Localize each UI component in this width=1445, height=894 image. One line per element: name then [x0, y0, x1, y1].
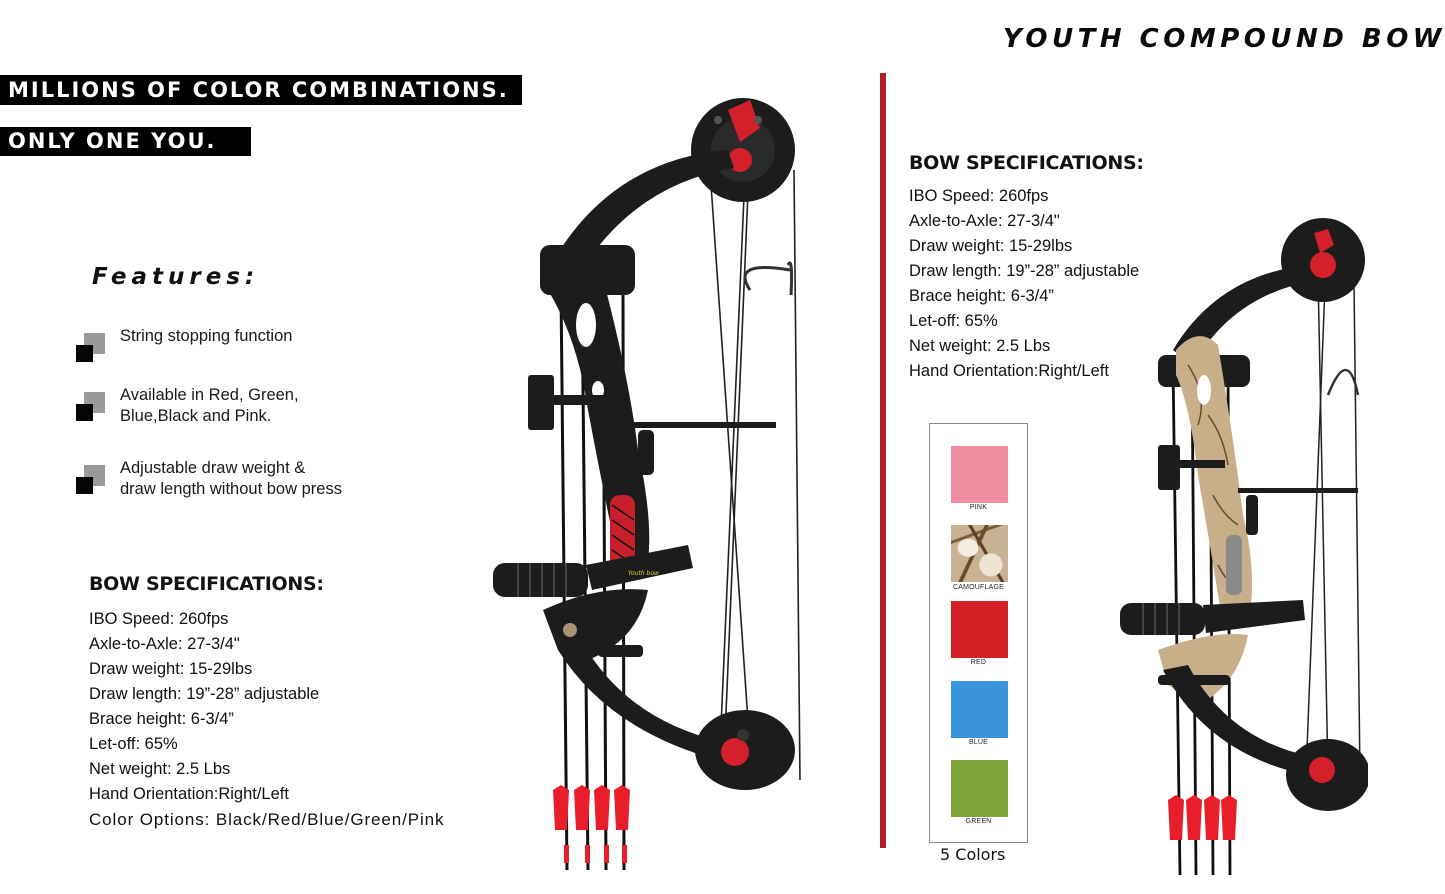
- swatch-blue: [951, 681, 1008, 738]
- colors-count-label: 5 Colors: [940, 845, 1006, 864]
- spec-net-weight: Net weight: 2.5 Lbs: [909, 337, 1051, 355]
- swatch-pink: [951, 446, 1008, 503]
- spec-axle-to-axle: Axle-to-Axle: 27-3/4": [89, 635, 240, 653]
- spec-let-off: Let-off: 65%: [909, 312, 998, 330]
- feature-text: Adjustable draw weight & draw length wit…: [120, 459, 342, 498]
- spec-draw-length: Draw length: 19”-28” adjustable: [909, 262, 1140, 280]
- spec-ibo-speed: IBO Speed: 260fps: [89, 610, 229, 628]
- spec-draw-weight: Draw weight: 15-29lbs: [89, 660, 253, 678]
- spec-let-off: Let-off: 65%: [89, 735, 178, 753]
- camouflage-bow-image: [1120, 218, 1368, 876]
- spec-color-options: Color Options: Black/Red/Blue/Green/Pink: [89, 810, 445, 829]
- product-title: YOUTH COMPOUND BOW: [1003, 24, 1445, 54]
- section-divider: [880, 73, 886, 848]
- spec-brace-height: Brace height: 6-3/4”: [909, 287, 1054, 305]
- tagline-banner-1: MILLIONS OF COLOR COMBINATIONS.: [0, 75, 522, 105]
- specs-list-right: IBO Speed: 260fps Axle-to-Axle: 27-3/4" …: [909, 184, 1139, 384]
- square-bullet-icon: [76, 333, 106, 363]
- feature-text: Available in Red, Green, Blue,Black and …: [120, 386, 299, 425]
- swatch-label: BLUE: [968, 739, 989, 746]
- spec-draw-weight: Draw weight: 15-29lbs: [909, 237, 1073, 255]
- features-heading: Features:: [92, 264, 260, 290]
- black-bow-image: Youth bow: [493, 98, 801, 871]
- swatch-red: [951, 601, 1008, 658]
- feature-text: String stopping function: [120, 327, 293, 345]
- color-swatch-panel: PINK CAMOUFLAGE RED BLUE GREEN: [929, 423, 1028, 843]
- swatch-label: PINK: [969, 504, 988, 511]
- square-bullet-icon: [76, 392, 106, 422]
- specs-heading-left: BOW SPECIFICATIONS:: [89, 573, 324, 595]
- swatch-label: CAMOUFLAGE: [952, 584, 1004, 591]
- spec-hand-orientation: Hand Orientation:Right/Left: [909, 362, 1109, 380]
- swatch-label: GREEN: [965, 818, 992, 825]
- specs-heading-right: BOW SPECIFICATIONS:: [909, 152, 1144, 174]
- specs-list-left: IBO Speed: 260fps Axle-to-Axle: 27-3/4" …: [89, 607, 444, 832]
- spec-brace-height: Brace height: 6-3/4”: [89, 710, 234, 728]
- spec-axle-to-axle: Axle-to-Axle: 27-3/4": [909, 212, 1060, 230]
- swatch-label: RED: [970, 659, 987, 666]
- swatch-camouflage: [951, 525, 1008, 582]
- spec-hand-orientation: Hand Orientation:Right/Left: [89, 785, 289, 803]
- swatch-green: [951, 760, 1008, 817]
- spec-net-weight: Net weight: 2.5 Lbs: [89, 760, 231, 778]
- square-bullet-icon: [76, 465, 106, 495]
- spec-draw-length: Draw length: 19”-28” adjustable: [89, 685, 320, 703]
- spec-ibo-speed: IBO Speed: 260fps: [909, 187, 1049, 205]
- tagline-banner-2: ONLY ONE YOU.: [0, 127, 251, 156]
- svg-text:Youth bow: Youth bow: [628, 570, 659, 577]
